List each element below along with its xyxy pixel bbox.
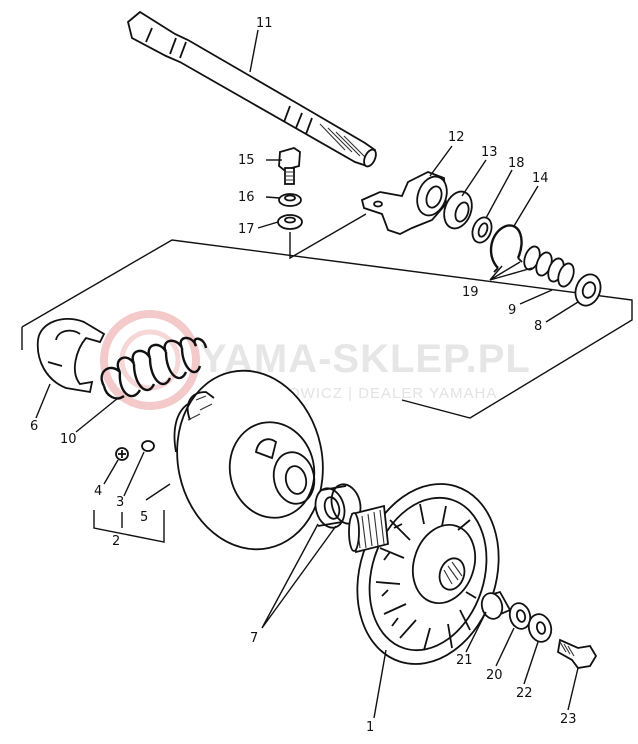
- callout-17: 17: [238, 222, 255, 237]
- bolt-part-15: [278, 147, 301, 185]
- callout-4: 4: [94, 484, 102, 499]
- sheave-part-2: [173, 369, 324, 551]
- bracket-part-12: [360, 171, 448, 235]
- bolt-part-23: [557, 638, 598, 669]
- washer-part-17: [277, 214, 303, 230]
- callout-8: 8: [534, 319, 542, 334]
- bearing-part-13: [443, 190, 473, 230]
- callout-labels: 11 15 16 17 12 13 18 14 19 9 8 6 10 4 3 …: [30, 16, 577, 735]
- callout-13: 13: [481, 145, 498, 160]
- washer-part-8: [574, 273, 602, 307]
- callout-14: 14: [532, 171, 549, 186]
- callout-1: 1: [366, 720, 374, 735]
- watermark: YAMA-SKLEP.PL WOJCIECHOWICZ | DEALER YAM…: [100, 310, 530, 410]
- callout-2: 2: [112, 534, 120, 549]
- callout-20: 20: [486, 668, 503, 683]
- callout-23: 23: [560, 712, 577, 727]
- callout-6: 6: [30, 419, 38, 434]
- callout-12: 12: [448, 130, 465, 145]
- callout-15: 15: [238, 153, 255, 168]
- spacer-part-21: [480, 590, 512, 620]
- callout-22: 22: [516, 686, 533, 701]
- screw-part-4: [115, 447, 129, 461]
- sheave-part-1: [348, 483, 500, 665]
- washer-part-20: [508, 602, 532, 630]
- callout-21: 21: [456, 653, 473, 668]
- assembly-frame: [21, 239, 633, 419]
- ring-part-18: [471, 216, 493, 244]
- circlip-part-14: [489, 224, 523, 273]
- callout-18: 18: [508, 156, 525, 171]
- callout-11: 11: [256, 16, 273, 31]
- leader-lines: [35, 29, 579, 719]
- callout-16: 16: [238, 190, 255, 205]
- shaft-part-11: [126, 10, 377, 168]
- callout-3: 3: [116, 495, 124, 510]
- washer-part-22: [527, 613, 553, 643]
- watermark-logo: [100, 310, 200, 410]
- shims-part-19: [523, 245, 575, 288]
- spring-part-10: [100, 336, 208, 400]
- callout-7: 7: [250, 631, 258, 646]
- callout-19: 19: [462, 285, 479, 300]
- nut-part-16: [278, 193, 302, 207]
- cam-part-6: [36, 318, 106, 394]
- callout-9: 9: [508, 303, 516, 318]
- callout-5: 5: [140, 510, 148, 525]
- pin-part-3: [141, 440, 155, 452]
- callout-10: 10: [60, 432, 77, 447]
